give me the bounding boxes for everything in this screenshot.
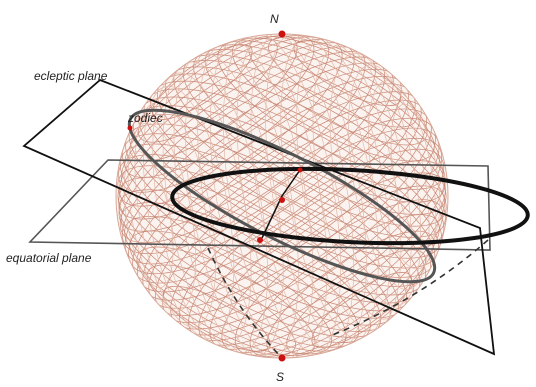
zodiac-label: zodiec <box>127 111 163 125</box>
ecliptic-plane-label: ecleptic plane <box>34 69 108 83</box>
equinox-point <box>257 237 263 243</box>
upper-point <box>298 168 303 173</box>
north-label: N <box>270 12 279 26</box>
equatorial-plane-label: equatorial plane <box>6 251 92 265</box>
north-pole-point <box>279 31 286 38</box>
zodiac-point <box>128 126 133 131</box>
center-point <box>279 197 285 203</box>
south-label: S <box>276 370 284 382</box>
south-pole-point <box>279 355 286 362</box>
